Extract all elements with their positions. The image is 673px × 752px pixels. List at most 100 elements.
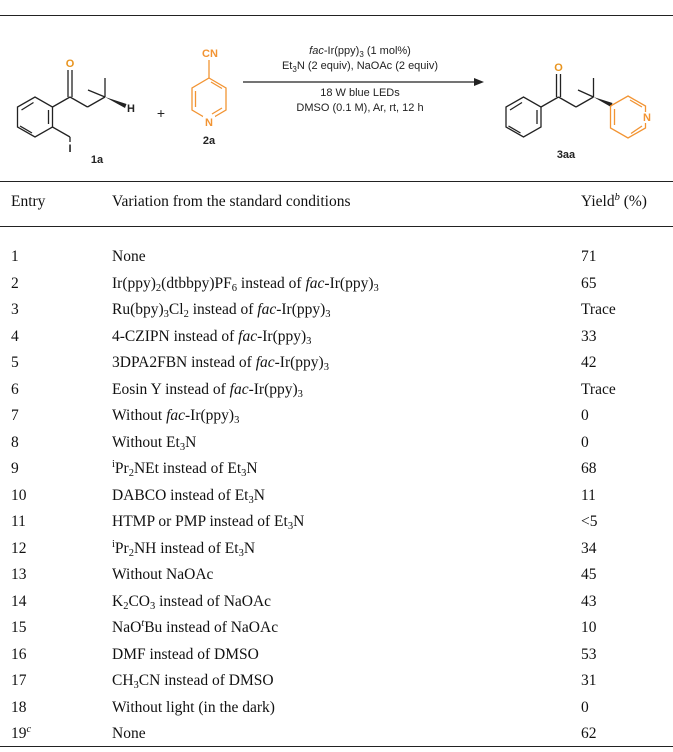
variation-cell: DABCO instead of Et3N — [112, 486, 265, 506]
variation-text: -Ir(ppy) — [324, 274, 374, 292]
variation-text: K — [112, 592, 124, 610]
header-yield-label: Yield — [581, 193, 615, 210]
yield-value: 53 — [581, 645, 597, 663]
entry-footnote: c — [26, 724, 32, 735]
yield-value: 68 — [581, 460, 597, 477]
variation-text: t — [141, 618, 145, 629]
variation-text: -Ir(ppy) — [276, 301, 326, 318]
variation-text: HTMP or PMP instead of Et — [112, 513, 288, 530]
variation-text: fac — [238, 327, 258, 345]
atom-cn: CN — [202, 48, 218, 60]
wedge-bond — [105, 97, 127, 108]
atom-n-3aa: N — [643, 112, 651, 124]
reactant-2a-structure — [191, 60, 227, 121]
variation-cell: iPr2NEt instead of Et3N — [112, 459, 258, 479]
variation-text: -Ir(ppy) — [248, 380, 298, 398]
variation-text: DABCO instead of Et — [112, 486, 249, 504]
variation-text: Bu instead of NaOAc — [144, 619, 279, 636]
entry-cell: 19c — [11, 724, 32, 743]
table-header: Entry Variation from the standard condit… — [0, 192, 673, 217]
header-top-rule — [0, 181, 673, 183]
entry-number: 10 — [11, 486, 27, 504]
variation-text: 2 — [128, 468, 134, 479]
yield-value: <5 — [581, 513, 598, 530]
variation-text: Pr — [114, 460, 129, 477]
header-entry: Entry — [11, 193, 46, 210]
variation-text: N — [243, 539, 256, 557]
variation-cell: Without fac-Ir(ppy)3 — [112, 407, 239, 426]
variation-text: 3 — [150, 600, 156, 612]
variation-text: fac — [255, 354, 275, 371]
variation-text: None — [112, 725, 146, 742]
variation-text: Pr — [114, 539, 129, 557]
variation-text: Without NaOAc — [112, 566, 214, 583]
product-pyridine-ring — [609, 95, 647, 139]
variation-text: fac — [166, 407, 185, 424]
entry-number: 12 — [11, 539, 27, 557]
yield-value: 11 — [581, 486, 596, 504]
variation-text: 3 — [297, 388, 303, 400]
product-3aa-structure — [505, 74, 595, 138]
yield-value: 65 — [581, 274, 597, 292]
variation-cell: DMF instead of DMSO — [112, 646, 259, 664]
header-variation: Variation from the standard conditions — [112, 193, 351, 210]
variation-cell: Without NaOAc — [112, 566, 213, 584]
reaction-scheme: O H I 1a + CN N 2a fac-Ir(ppy)3 (1 mol%)… — [16, 45, 653, 166]
label-1a: 1a — [91, 154, 104, 166]
variation-text: 3 — [287, 521, 294, 532]
variation-text: 2 — [155, 282, 162, 294]
variation-text: Without Et — [112, 433, 180, 451]
atom-o-1a: O — [66, 58, 75, 70]
variation-text: i — [112, 459, 115, 470]
label-2a: 2a — [203, 135, 216, 147]
variation-cell: 4-CZIPN instead of fac-Ir(ppy)3 — [112, 327, 311, 347]
variation-cell: None — [112, 725, 146, 743]
yield-value: 33 — [581, 327, 597, 345]
variation-text: CN instead of DMSO — [138, 672, 274, 689]
variation-text: None — [112, 248, 146, 265]
variation-text: fac — [229, 380, 249, 398]
variation-text: 3 — [323, 362, 329, 373]
variation-text: 3 — [133, 680, 139, 691]
entry-number: 19 — [11, 725, 27, 742]
yield-value: 10 — [581, 619, 597, 636]
variation-text: NaO — [112, 619, 142, 636]
product-wedge-bond — [593, 97, 613, 107]
variation-text: Eosin Y instead of — [112, 380, 230, 398]
variation-text: CO — [128, 592, 150, 610]
entry-number: 13 — [11, 566, 27, 583]
variation-cell: Eosin Y instead of fac-Ir(ppy)3 — [112, 380, 303, 400]
variation-text: Without light (in the dark) — [112, 698, 275, 716]
entry-number: 8 — [11, 433, 19, 451]
variation-text: CH — [112, 672, 134, 689]
entry-number: 11 — [11, 513, 26, 530]
entry-number: 18 — [11, 698, 27, 716]
variation-text: -Ir(ppy) — [274, 354, 324, 371]
header-yield: Yieldb (%) — [581, 192, 647, 211]
variation-text: 3 — [325, 309, 331, 320]
variation-text: NEt instead of Et — [133, 460, 242, 477]
plus-sign: + — [157, 105, 165, 121]
header-yield-unit: (%) — [619, 193, 647, 210]
entry-number: 6 — [11, 380, 19, 398]
variation-text: 2 — [183, 309, 189, 320]
variation-text: instead of NaOAc — [155, 592, 272, 610]
variation-text: NH instead of Et — [133, 539, 239, 557]
variation-text: fac — [305, 274, 325, 292]
variation-text: 4-CZIPN instead of — [112, 327, 239, 345]
variation-text: DMF instead of DMSO — [112, 645, 259, 663]
yield-value: 43 — [581, 592, 597, 610]
arrow-head — [474, 78, 484, 86]
entry-number: 15 — [11, 619, 27, 636]
atom-h: H — [127, 103, 135, 115]
